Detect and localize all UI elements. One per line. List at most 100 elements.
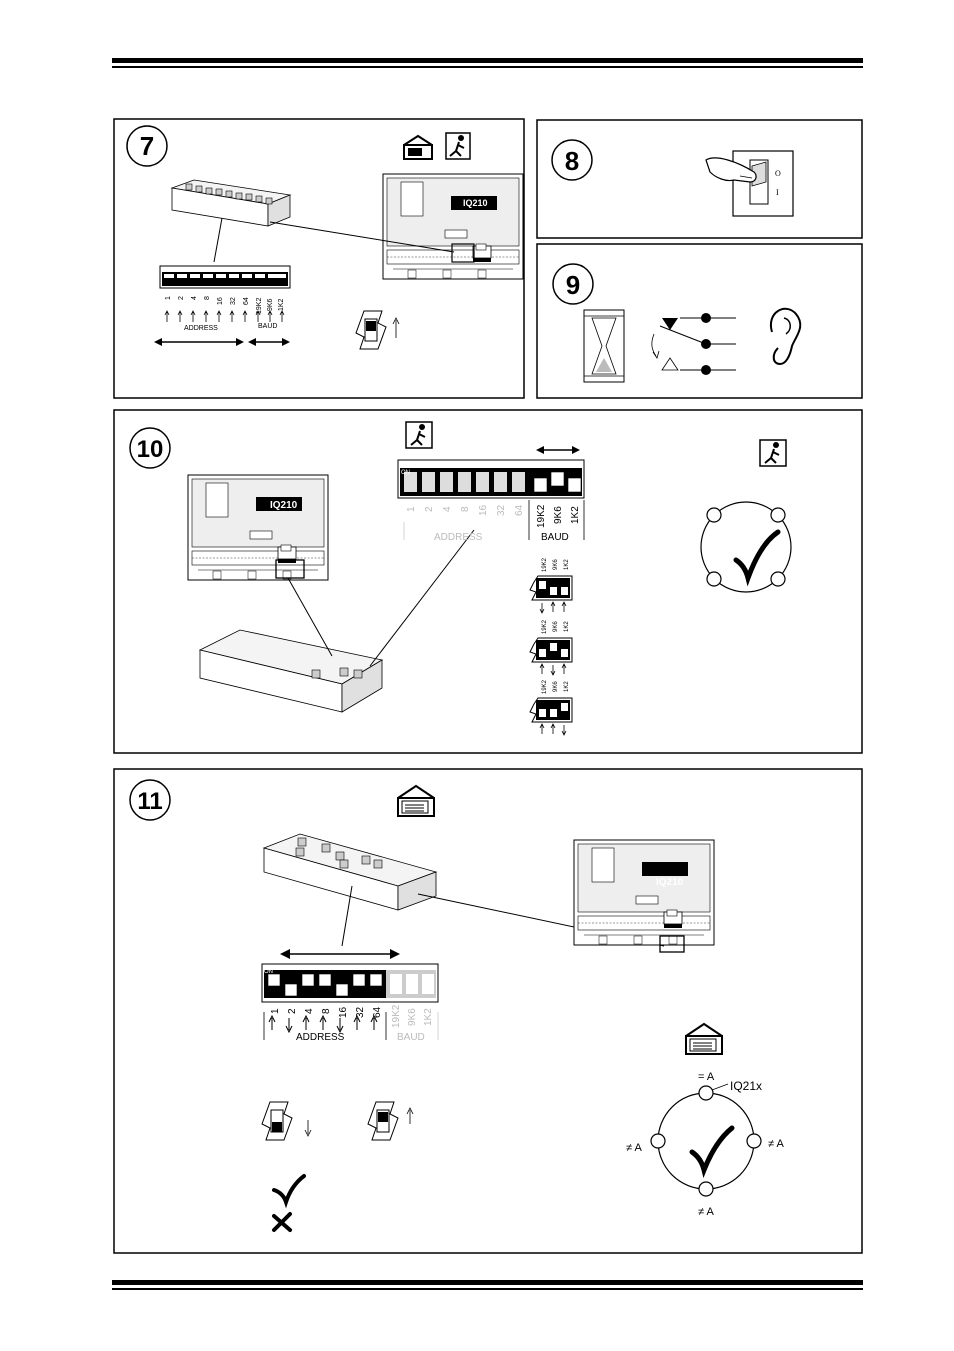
footer-rule <box>112 1280 863 1290</box>
panel-step-11: 11 IQ210 <box>113 768 863 1254</box>
baud-label-9k6: 9K6 <box>553 506 564 524</box>
slide-switch-up-7 <box>355 310 400 350</box>
address-label-2: 2 <box>178 296 185 300</box>
switch-on-label: I <box>776 188 779 197</box>
state-indicator-diagram <box>651 313 736 375</box>
baud-option-1k2: 19K2 9K6 1K2 <box>529 679 573 736</box>
check-icon <box>733 529 781 587</box>
ring-not-a-right: ≠ A <box>768 1138 784 1150</box>
step-badge-10 <box>129 427 171 469</box>
baud-label-1k2: 1K2 <box>570 506 581 524</box>
on-label-10: ON <box>401 470 410 476</box>
running-person-icon <box>759 439 787 467</box>
address-label-16: 16 <box>478 504 489 516</box>
double-arrow-address <box>280 949 400 959</box>
mains-switch: O I <box>732 150 794 217</box>
loop-check-diagram <box>700 501 792 593</box>
running-person-icon <box>405 421 433 449</box>
address-label-8: 8 <box>204 296 211 300</box>
baud-option-9k6: 19K2 9K6 1K2 <box>529 619 573 676</box>
baud-label-19k2: 19K2 <box>391 1004 402 1028</box>
check-icon <box>689 1125 735 1179</box>
dip-block-3d <box>198 629 384 713</box>
double-arrow-baud <box>536 446 580 454</box>
baud-label-19k2: 19K2 <box>256 298 263 314</box>
address-label-1: 1 <box>270 1008 281 1014</box>
check-icon <box>272 1174 306 1209</box>
ring-not-a-left: ≠ A <box>626 1142 642 1154</box>
svg-text:1K2: 1K2 <box>564 559 570 570</box>
svg-text:19K2: 19K2 <box>542 619 548 634</box>
baud-label-1k2: 1K2 <box>278 298 285 311</box>
address-label-32: 32 <box>230 297 237 305</box>
iq210-device <box>187 474 329 581</box>
baud-label-9k6: 9K6 <box>267 298 274 311</box>
running-person-icon <box>445 132 471 160</box>
address-caption-11: ADDRESS <box>296 1032 345 1043</box>
panel-step-7: 7 IQ210 <box>113 118 525 399</box>
slide-switch-up <box>367 1101 414 1141</box>
address-label-16: 16 <box>217 297 224 305</box>
double-arrow-baud <box>248 338 290 346</box>
iq210-device <box>573 839 715 946</box>
baud-caption-7: BAUD <box>258 323 277 330</box>
panel-step-10: 10 IQ210 <box>113 409 863 754</box>
step-number-10: 10 <box>137 436 164 463</box>
svg-text:1K2: 1K2 <box>564 621 570 632</box>
address-label-2: 2 <box>424 506 435 512</box>
svg-text:9K6: 9K6 <box>553 621 559 632</box>
address-caption-10: ADDRESS <box>434 532 483 543</box>
svg-text:19K2: 19K2 <box>542 557 548 572</box>
svg-text:19K2: 19K2 <box>542 679 548 694</box>
switch-off-label: O <box>775 169 781 178</box>
dip-block-3d <box>170 179 292 227</box>
step-number-9: 9 <box>566 270 580 300</box>
address-caption-7: ADDRESS <box>184 325 218 332</box>
address-label-8: 8 <box>321 1008 332 1014</box>
address-label-64: 64 <box>514 504 525 516</box>
address-label-4: 4 <box>191 296 198 300</box>
baud-caption-11: BAUD <box>397 1032 425 1043</box>
finger-icon <box>705 157 757 183</box>
baud-label-1k2: 1K2 <box>423 1008 434 1026</box>
dip-switch-bank: ON <box>261 963 439 1003</box>
address-label-32: 32 <box>496 504 507 516</box>
on-label-11: ON <box>264 969 273 975</box>
step-badge-9 <box>552 263 594 305</box>
address-label-64: 64 <box>243 297 250 305</box>
step-badge-7 <box>126 125 168 167</box>
ring-equal-a: = A <box>698 1071 715 1083</box>
dip-switch-bank: ON <box>397 459 585 499</box>
step-number-11: 11 <box>137 788 162 815</box>
envelope-icon <box>397 784 435 817</box>
device-label-7: IQ210 <box>463 198 488 208</box>
address-ring-diagram: = A IQ21x ≠ A ≠ A ≠ A <box>626 1071 784 1218</box>
address-label-4: 4 <box>304 1008 315 1014</box>
double-arrow-address <box>154 338 244 346</box>
dip-switch-bank <box>159 265 291 289</box>
envelope-icon <box>403 134 433 160</box>
header-rule <box>112 58 863 68</box>
address-label-4: 4 <box>442 506 453 512</box>
address-label-64: 64 <box>372 1006 383 1018</box>
panel-step-9: 9 <box>536 243 863 399</box>
slide-switch-down <box>261 1101 312 1141</box>
svg-text:9K6: 9K6 <box>553 559 559 570</box>
baud-option-19k2: 19K2 9K6 1K2 <box>529 557 573 614</box>
panel-step-8: 8 O I <box>536 119 863 239</box>
baud-caption-10: BAUD <box>541 532 569 543</box>
step-badge-11 <box>129 779 171 821</box>
step-number-8: 8 <box>565 146 579 176</box>
address-label-1: 1 <box>406 506 417 512</box>
ring-not-a-bottom: ≠ A <box>698 1206 714 1218</box>
svg-text:1K2: 1K2 <box>564 681 570 692</box>
step-badge-8 <box>551 139 593 181</box>
step-number-7: 7 <box>140 131 154 161</box>
baud-label-19k2: 19K2 <box>536 504 547 528</box>
address-label-8: 8 <box>460 506 471 512</box>
hourglass-icon <box>583 309 625 383</box>
cross-icon <box>272 1212 292 1232</box>
ear-icon <box>769 307 802 366</box>
dip-block-3d <box>262 833 438 911</box>
